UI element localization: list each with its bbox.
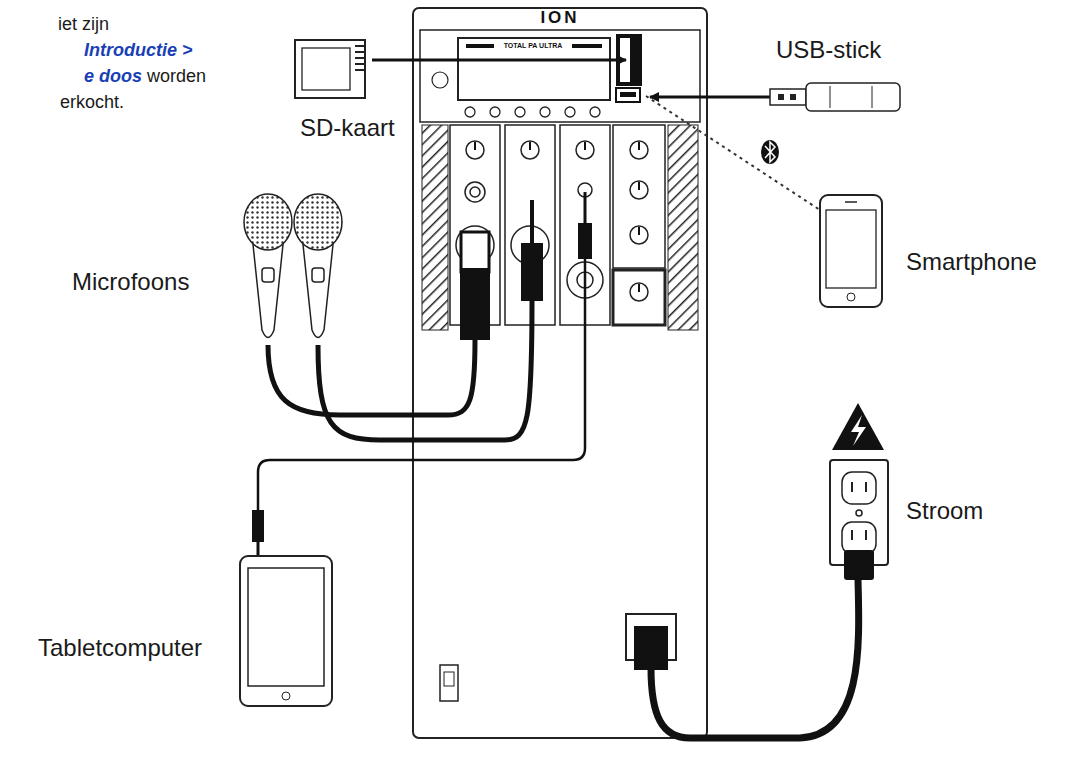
part-label: Tabletcomputer	[38, 634, 202, 662]
model-name: TOTAL PA ULTRA	[504, 42, 563, 50]
brand-logo: ION	[540, 8, 579, 28]
part-label: Microfoons	[72, 268, 189, 296]
link-text: Introductie >	[84, 40, 193, 61]
note-text: worden	[147, 66, 206, 87]
part-label: Stroom	[906, 497, 983, 525]
part-label: SD-kaart	[300, 114, 395, 142]
note-text: erkocht.	[60, 92, 124, 113]
part-label: USB-stick	[776, 36, 881, 64]
part-label: Smartphone	[906, 248, 1037, 276]
note-text: iet zijn	[58, 14, 109, 35]
link-text: e doos	[84, 66, 142, 87]
